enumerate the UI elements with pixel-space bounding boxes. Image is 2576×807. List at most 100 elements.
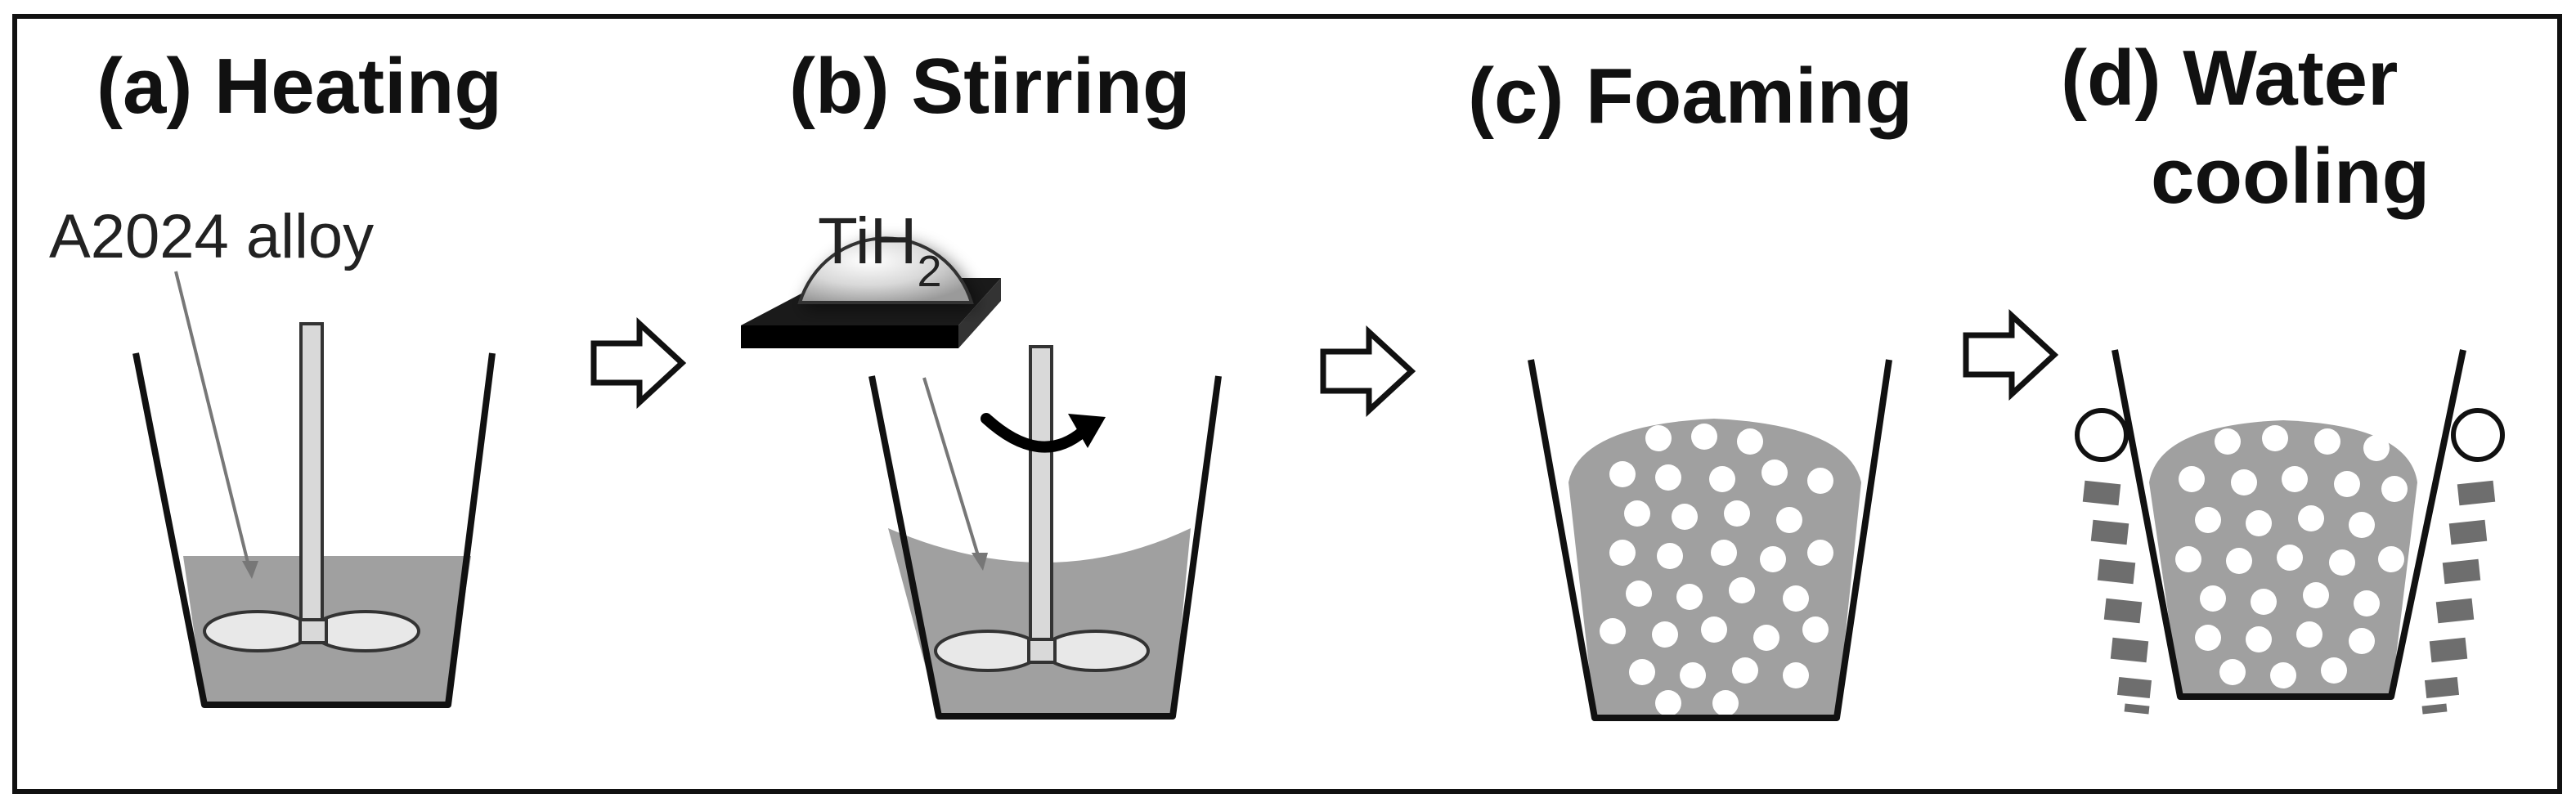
foam-bubble [2334, 471, 2360, 497]
foam-bubble [1802, 616, 1829, 643]
foam-bubble [2231, 469, 2257, 495]
foam-bubble [1737, 428, 1763, 455]
coolant-block [2082, 480, 2121, 506]
foam-bubble [2298, 505, 2324, 531]
stirrer [934, 345, 1150, 672]
foam-bubble [2303, 582, 2329, 608]
coolant-block [2421, 703, 2448, 715]
step-title-heating: (a) Heating [96, 43, 502, 130]
foam-bubble [1655, 464, 1681, 491]
foam-bubble [2378, 546, 2404, 572]
rotation-arrow-icon [981, 413, 1106, 453]
coolant-block [2110, 637, 2149, 663]
panel-heating: (a) Heating A2024 alloy [49, 43, 502, 708]
foam-bubbles [2175, 425, 2408, 688]
foam-bubble [1711, 540, 1737, 566]
foam-bubble [2296, 621, 2322, 648]
foam-bubble [2200, 585, 2226, 612]
foam-bubble [2329, 549, 2355, 576]
foam-bubble [2282, 466, 2308, 492]
foam-bubble [2277, 545, 2303, 571]
foam-bubble [1691, 424, 1717, 450]
foam-bubble [1712, 690, 1739, 716]
foam-bubble [1645, 425, 1672, 451]
step-subtitle-water-cooling: cooling [2151, 132, 2430, 220]
foam-bubble [2354, 590, 2380, 616]
foam-bubble [2363, 435, 2390, 461]
foam-bubble [2219, 659, 2246, 685]
foaming-beaker [1528, 359, 1892, 721]
water-pipe-right [2451, 408, 2505, 462]
coolant-block [2116, 676, 2152, 699]
foam-bubble [1783, 662, 1809, 688]
foam-bubble [2215, 428, 2241, 455]
arrow-right-icon [1320, 325, 1416, 417]
foam-bubble [2251, 589, 2277, 615]
foam-bubble [1729, 577, 1755, 603]
foam-bubble [1709, 466, 1735, 492]
coolant-block [2448, 519, 2488, 545]
foam-bubble [2195, 507, 2221, 533]
foam-bubble [1676, 584, 1703, 610]
coolant-block [2429, 637, 2468, 663]
foam-bubble [1624, 500, 1650, 527]
foam-bubble [2226, 548, 2252, 574]
foam-bubble [2195, 625, 2221, 651]
panel-stirring: (b) Stirring TiH2 [741, 43, 1222, 720]
foam-bubble [1761, 460, 1788, 486]
foam-bubble [1655, 690, 1681, 716]
foam-bubble [1783, 585, 1809, 612]
foam-bubble [1776, 507, 1802, 533]
foam-bubble [1753, 625, 1779, 651]
foam-bubble [2270, 662, 2296, 688]
coolant-spray-left [2082, 480, 2152, 715]
foam-bubble [2314, 428, 2340, 455]
powder-platform-side [741, 325, 958, 348]
cooling-beaker [2112, 349, 2466, 700]
tih2-label: TiH2 [818, 204, 942, 296]
foam-bubble [2246, 510, 2272, 536]
foam-bubble [2349, 628, 2375, 654]
foam-bubbles [1600, 424, 1833, 716]
foam-bubble [1600, 618, 1626, 644]
coolant-block [2097, 558, 2136, 585]
coolant-block [2124, 703, 2150, 715]
alloy-label: A2024 alloy [49, 202, 374, 271]
alloy-pointer [174, 271, 252, 573]
foam-bubble [1672, 504, 1698, 530]
foam-bubble [1680, 662, 1706, 688]
foam-bubble [2262, 425, 2288, 451]
step-title-stirring: (b) Stirring [789, 43, 1191, 130]
foam-bubble [1629, 659, 1655, 685]
step-title-water-cooling: (d) Water [2061, 34, 2398, 122]
panel-water-cooling: (d) Water cooling [2061, 34, 2505, 715]
foam-bubble [1657, 543, 1683, 569]
foam-bubble [2349, 512, 2375, 538]
foam-bubble [2321, 657, 2347, 684]
arrow-right-icon [1963, 309, 2059, 401]
coolant-spray-right [2421, 480, 2496, 715]
tih2-pointer [922, 377, 981, 562]
coolant-block [2424, 676, 2460, 699]
heating-beaker [132, 352, 496, 708]
coolant-block [2442, 558, 2481, 585]
foam-bubble [1732, 657, 1758, 684]
foam-bubble [1701, 616, 1727, 643]
tih2-pointer-head [972, 553, 988, 571]
coolant-block [2457, 480, 2496, 506]
foam-bubble [1609, 461, 1636, 487]
foam-bubble [1807, 540, 1833, 566]
tih2-dome [797, 236, 974, 304]
foam-bubble [2381, 476, 2408, 502]
foam-bubble [2246, 626, 2272, 652]
coolant-block [2435, 598, 2475, 624]
stirring-beaker [868, 375, 1222, 720]
foam-bubble [1807, 468, 1833, 494]
foam-bubble [1626, 581, 1652, 607]
step-title-foaming: (c) Foaming [1468, 52, 1913, 140]
foam-bubble [1760, 546, 1786, 572]
foam-bubble [2179, 466, 2205, 492]
foam-body [1568, 419, 1861, 718]
foam-bubble [1724, 500, 1750, 527]
